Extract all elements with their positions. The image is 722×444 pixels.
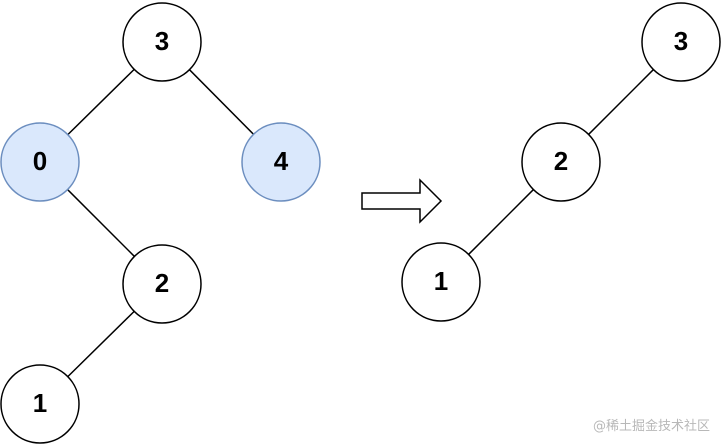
before-node-1: 1 — [0, 364, 80, 444]
after-node-1: 1 — [401, 242, 481, 322]
before-node-circle — [0, 364, 80, 444]
before-node-label: 3 — [155, 26, 169, 56]
before-edge-b2-b1 — [67, 310, 135, 378]
after-node-label: 3 — [674, 26, 688, 56]
before-node-3: 3 — [122, 2, 202, 82]
before-node-label: 0 — [33, 146, 47, 176]
before-node-2: 2 — [122, 244, 202, 324]
after-node-label: 2 — [554, 146, 568, 176]
after-edge-a2-a1 — [468, 189, 534, 255]
after-node-2: 2 — [521, 122, 601, 202]
before-node-label: 2 — [155, 268, 169, 298]
before-node-0: 0 — [0, 122, 80, 202]
before-node-label: 4 — [274, 146, 289, 176]
before-node-4: 4 — [241, 122, 321, 202]
edges-layer — [67, 68, 654, 378]
before-node-circle — [122, 2, 202, 82]
before-node-label: 1 — [33, 388, 47, 418]
before-node-circle — [241, 122, 321, 202]
after-node-circle — [641, 2, 721, 82]
after-node-circle — [401, 242, 481, 322]
before-edge-b3-b4 — [188, 69, 255, 135]
after-node-label: 1 — [434, 266, 448, 296]
watermark: @稀土掘金技术社区 — [592, 419, 710, 434]
before-node-circle — [0, 122, 80, 202]
before-edge-b0-b2 — [67, 189, 135, 257]
before-edge-b3-b0 — [67, 68, 135, 136]
after-edge-a3-a2 — [588, 69, 654, 135]
before-node-circle — [122, 244, 202, 324]
after-node-circle — [521, 122, 601, 202]
transform-arrow-icon — [361, 178, 443, 224]
after-node-3: 3 — [641, 2, 721, 82]
